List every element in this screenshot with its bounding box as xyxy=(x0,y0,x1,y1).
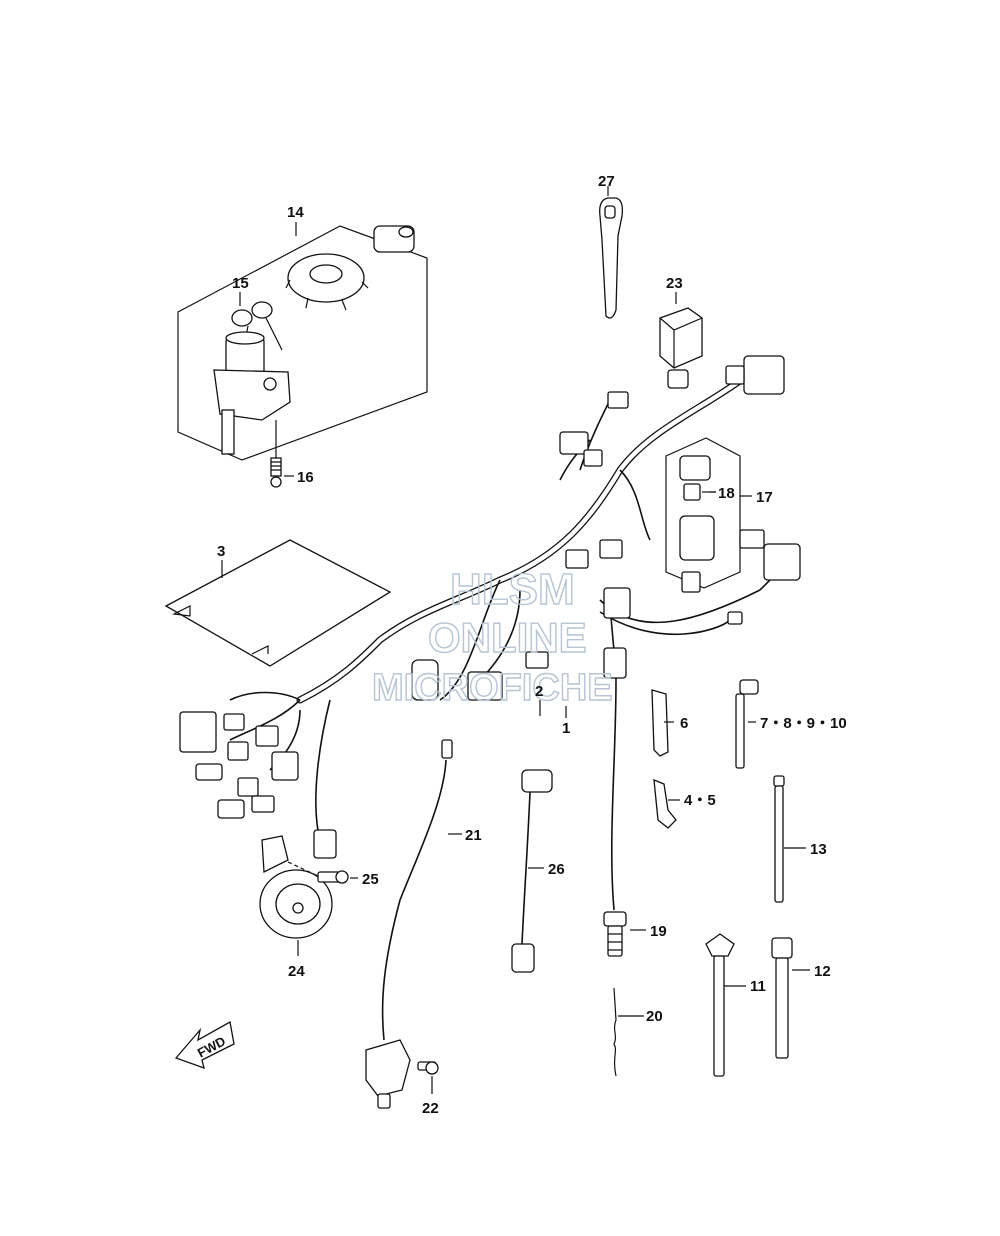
ignition-switch-set-group xyxy=(177,222,428,488)
gear-position-switch-19 xyxy=(603,911,646,957)
spring-20 xyxy=(613,987,644,1077)
part-label-25: 25 xyxy=(362,871,379,888)
part-label-23: 23 xyxy=(666,275,683,292)
cable-tie-13 xyxy=(773,775,806,903)
seat-lock-cylinder xyxy=(373,225,415,253)
bolt-25 xyxy=(287,861,358,884)
side-stand-switch-21 xyxy=(365,739,462,1109)
clamp-6 xyxy=(651,689,674,757)
main-wiring-harness xyxy=(179,355,801,911)
part-number-labels: 1 2 3 4・5 6 7・8・9・10 11 12 13 14 15 16 1… xyxy=(217,173,847,1117)
part-label-22: 22 xyxy=(422,1100,439,1117)
screw-22 xyxy=(417,1061,439,1094)
part-label-11: 11 xyxy=(750,978,766,995)
horn-24 xyxy=(259,835,333,956)
part-label-4-5: 4・5 xyxy=(684,792,716,809)
relay-23 xyxy=(659,292,703,369)
clamp-band-12 xyxy=(771,937,810,1059)
part-label-16: 16 xyxy=(297,469,314,486)
clamp-7-8-9-10 xyxy=(735,679,759,769)
part-label-14: 14 xyxy=(287,204,304,221)
blank-key-27 xyxy=(599,186,624,319)
part-label-2: 2 xyxy=(535,683,543,700)
watermark-line-1: HLSM xyxy=(450,565,575,614)
sub-harness-26 xyxy=(511,769,553,973)
part-label-15: 15 xyxy=(232,275,249,292)
manual-sheet-3 xyxy=(164,539,392,667)
part-label-7-10: 7・8・9・10 xyxy=(760,715,847,732)
part-label-17: 17 xyxy=(756,489,773,506)
ignition-switch-body xyxy=(213,331,291,455)
clamp-4-5 xyxy=(653,778,680,829)
fwd-label: FWD xyxy=(195,1033,228,1060)
fuel-cap-lock xyxy=(285,253,369,311)
fuse-box-group xyxy=(665,437,752,589)
bolt-16 xyxy=(270,420,282,488)
part-label-21: 21 xyxy=(465,827,482,844)
part-label-6: 6 xyxy=(680,715,688,732)
part-label-27: 27 xyxy=(598,173,615,190)
part-label-24: 24 xyxy=(288,963,305,980)
clamp-band-11 xyxy=(705,933,746,1077)
part-label-13: 13 xyxy=(810,841,827,858)
part-label-19: 19 xyxy=(650,923,667,940)
watermark: HLSM ONLINE MICROFICHE xyxy=(371,564,613,709)
part-label-26: 26 xyxy=(548,861,565,878)
forward-direction-arrow: FWD xyxy=(174,1020,235,1070)
part-label-18: 18 xyxy=(718,485,735,502)
part-label-1: 1 xyxy=(562,720,570,737)
part-label-12: 12 xyxy=(814,963,831,980)
watermark-line-3: MICROFICHE xyxy=(372,667,613,709)
part-label-3: 3 xyxy=(217,543,225,560)
watermark-line-2: ONLINE xyxy=(428,614,587,661)
key-15 xyxy=(231,301,283,351)
part-label-20: 20 xyxy=(646,1008,663,1025)
